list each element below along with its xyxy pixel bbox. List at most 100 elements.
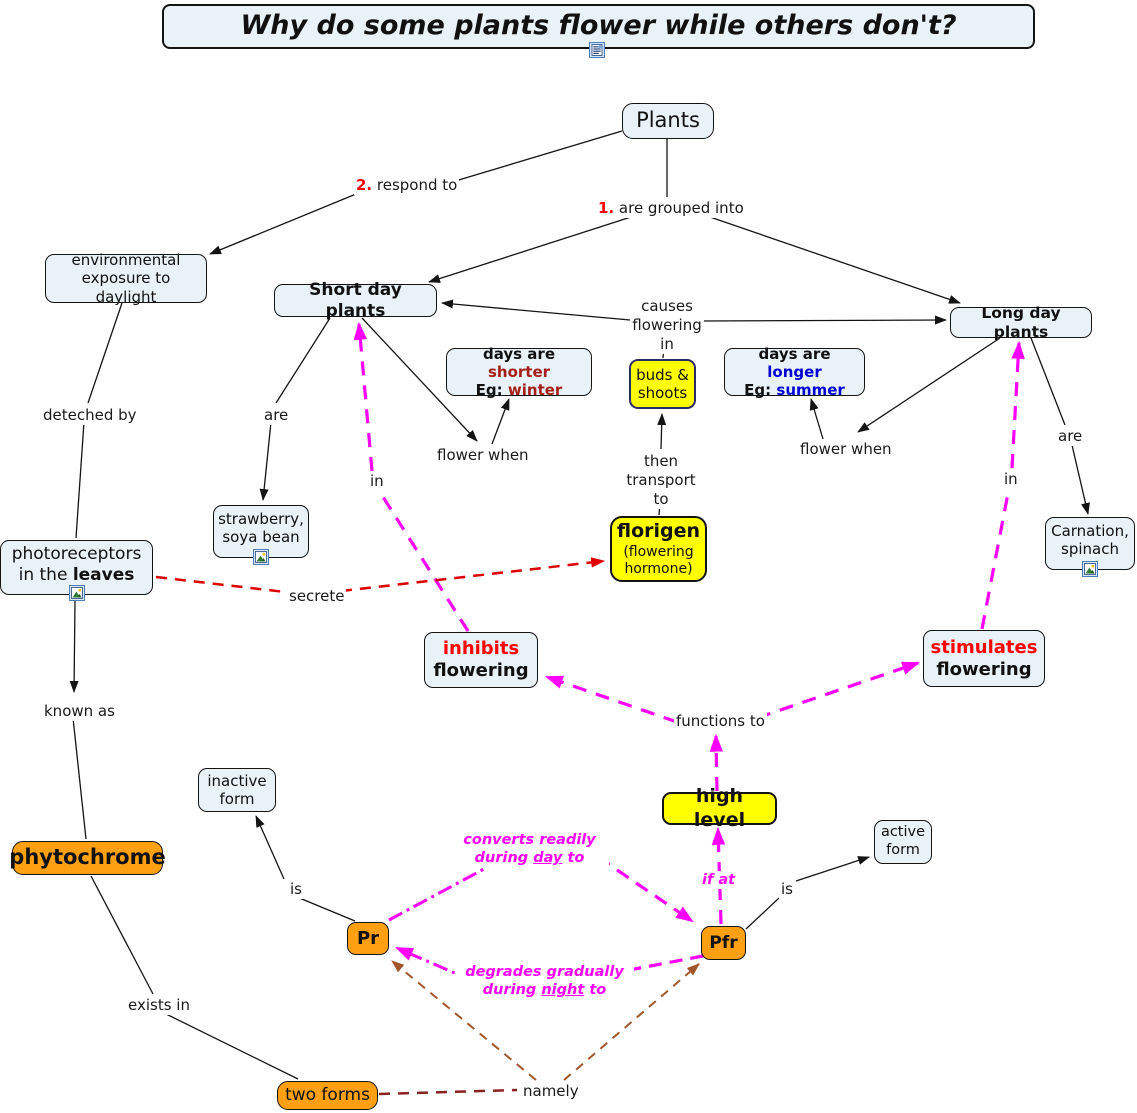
link-degrades-gradually[interactable]: degrades gradually during night to [455,963,634,1000]
node-photoreceptors-line1: photoreceptors [11,544,142,565]
document-image-icon[interactable] [589,42,605,58]
node-days-longer[interactable]: days are longer Eg: summer [724,345,865,400]
edge-twoforms-namely [378,1088,518,1096]
link-in-left[interactable]: in [368,472,386,492]
link-is-left[interactable]: is [288,880,304,900]
edge-causes-shortday [441,299,631,321]
node-carnation-line2: spinach [1061,540,1119,558]
edge-in-shortday [353,321,374,472]
edge-converts-pfr [597,855,694,923]
node-inactive-form[interactable]: inactive form [198,768,276,812]
node-buds-line2: shoots [637,384,688,402]
link-respond-to-text: respond to [372,176,458,194]
node-strawberry-line2: soya bean [222,528,300,546]
node-env-line1: environmental [71,251,181,270]
node-florigen[interactable]: florigen (flowering hormone) [610,516,707,582]
edge-in-longday [1010,340,1025,469]
edge-pfr-degrades [623,954,704,973]
edge-grouped-longday [709,216,961,304]
link-deteched-by[interactable]: deteched by [41,406,139,426]
link-flower-when-left[interactable]: flower when [435,446,531,466]
link-degrades-line1: degrades gradually [465,964,624,980]
link-flower-when-right[interactable]: flower when [798,440,894,460]
photoreceptors-leaves: leaves [72,565,135,585]
node-inhibits-flowering[interactable]: inhibits flowering [424,632,538,688]
link-grouped-into-text: are grouped into [614,199,744,217]
link-namely[interactable]: namely [521,1082,581,1102]
node-stimulates-word1: stimulates [930,636,1038,658]
days-shorter-prefix: days are [482,344,556,363]
node-carnation-spinach[interactable]: Carnation, spinach [1045,517,1135,577]
node-buds-shoots[interactable]: buds & shoots [629,359,696,409]
days-shorter-season: winter [507,381,563,400]
node-pr[interactable]: Pr [347,922,389,955]
link-functions-to[interactable]: functions to [674,712,767,732]
node-short-day-plants[interactable]: Short day plants [274,280,437,321]
link-known-as[interactable]: known as [42,702,117,722]
edge-pr-is [296,896,356,922]
edge-secrete-florigen [340,557,606,593]
node-active-form[interactable]: active form [874,820,932,864]
edge-functionsto-stimulates [756,661,921,720]
link-causes-line1: causes [641,297,693,315]
node-pfr-label: Pfr [709,932,738,953]
edge-detechedby-photoreceptors [75,421,85,539]
node-env-line2: exposure to daylight [81,269,171,306]
edge-highlevel-functionsto [709,733,724,792]
edge-phytochrome-existsin [90,875,154,995]
link-respond-to[interactable]: 2. respond to [354,176,460,196]
node-pfr[interactable]: Pfr [701,926,746,960]
link-converts-readily[interactable]: converts readily during day to [450,831,609,868]
image-resource-icon[interactable] [1082,561,1098,577]
link-grouped-into-num: 1. [598,199,615,217]
node-strawberry-soyabean[interactable]: strawberry, soya bean [213,505,309,565]
edge-knownas-phytochrome [72,717,87,840]
node-inhibits-word1: inhibits [442,638,520,660]
node-days-shorter[interactable]: days are shorter Eg: winter [446,344,592,399]
edge-env-detechedby [87,302,123,404]
node-phytochrome[interactable]: phytochrome [9,841,166,875]
link-if-at[interactable]: if at [700,871,738,890]
node-photoreceptors[interactable]: photoreceptors in the leaves [0,540,153,601]
node-carnation-line1: Carnation, [1051,521,1129,540]
link-causes-flowering-in[interactable]: causes flowering in [630,297,704,355]
edge-shortday-are [275,317,331,404]
node-environmental-exposure[interactable]: environmental exposure to daylight [45,251,207,306]
photoreceptors-prefix: in the [18,565,73,585]
node-inactive-line1: inactive [207,771,267,790]
link-in-right[interactable]: in [1002,470,1020,490]
image-resource-icon[interactable] [68,585,85,601]
node-days-shorter-line2: Eg: winter [476,381,563,399]
edge-pr-converts [388,860,498,922]
node-long-day-plants[interactable]: Long day plants [950,304,1092,341]
image-resource-icon[interactable] [253,549,269,565]
edge-functionsto-inhibits [544,675,678,724]
node-days-longer-line1: days are longer [730,345,859,382]
node-short-day-label: Short day plants [309,279,402,321]
link-converts-post: to [562,850,585,867]
link-degrades-line2: during night to [457,981,632,999]
days-longer-eg: Eg: [744,381,777,400]
node-stimulates-flowering[interactable]: stimulates flowering [923,630,1045,687]
link-are-left[interactable]: are [262,406,291,426]
node-plants[interactable]: Plants [622,103,714,139]
link-are-right[interactable]: are [1056,427,1085,447]
link-converts-pre: during [474,850,534,867]
node-high-level[interactable]: high level [662,785,777,831]
link-grouped-into[interactable]: 1. are grouped into [596,199,746,219]
node-inhibits-word2: flowering [433,660,529,681]
link-exists-in[interactable]: exists in [126,996,192,1016]
node-high-level-label: high level [693,785,746,831]
map-title-text: Why do some plants flower while others d… [240,10,957,42]
edge-respondto-env [209,193,357,255]
link-is-right[interactable]: is [779,880,795,900]
node-inactive-line2: form [219,790,255,808]
node-buds-line1: buds & [636,365,689,384]
node-two-forms[interactable]: two forms [277,1081,378,1110]
link-secrete[interactable]: secrete [287,587,347,607]
node-active-line1: active [880,824,926,841]
link-degrades-pre: during [482,982,542,999]
edge-transport-buds [657,413,667,450]
link-then-transport-to[interactable]: then transport to [624,452,698,510]
